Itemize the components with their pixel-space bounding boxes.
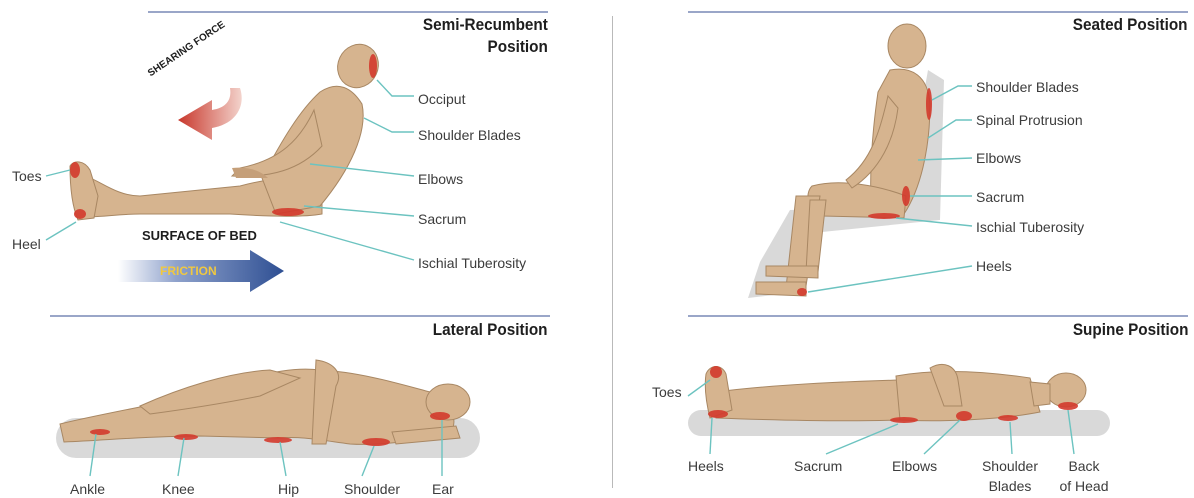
label-heels-supine: Heels <box>688 458 724 474</box>
label-sacrum-supine: Sacrum <box>794 458 842 474</box>
shearing-force-arrow <box>178 88 242 140</box>
label-hip: Hip <box>278 481 299 497</box>
pressure-toes-supine <box>710 366 722 378</box>
pressure-heels-supine <box>708 410 728 418</box>
label-heel-semi: Heel <box>12 236 41 252</box>
label-elbows-seated: Elbows <box>976 150 1021 166</box>
label-toes-semi: Toes <box>12 168 42 184</box>
pressure-heels-seated <box>797 288 807 296</box>
label-friction: FRICTION <box>160 264 217 278</box>
label-back-of-head-line2: of Head <box>1054 478 1114 494</box>
pressure-sacrum-supine <box>890 417 918 423</box>
pressure-elbows-supine <box>956 411 972 421</box>
pressure-sacrum <box>272 208 304 216</box>
label-shoulder-lateral: Shoulder <box>344 481 400 497</box>
lateral-figure <box>56 360 480 458</box>
label-shoulder-blades-seated: Shoulder Blades <box>976 79 1079 95</box>
pressure-toes <box>70 162 80 178</box>
pressure-knee <box>174 434 198 440</box>
label-sacrum-semi: Sacrum <box>418 211 466 227</box>
label-ischial-semi: Ischial Tuberosity <box>418 255 526 271</box>
label-shoulder-blades-supine: Shoulder Blades <box>976 458 1044 494</box>
label-elbows-supine: Elbows <box>892 458 937 474</box>
label-shoulder-blades-supine-line2: Blades <box>976 478 1044 494</box>
label-knee: Knee <box>162 481 195 497</box>
label-back-of-head-line1: Back <box>1054 458 1114 474</box>
pressure-hip <box>264 437 292 443</box>
label-spinal-protrusion: Spinal Protrusion <box>976 112 1083 128</box>
pressure-ankle <box>90 429 110 435</box>
label-shoulder-blades-semi: Shoulder Blades <box>418 127 521 143</box>
pressure-shoulder-blades <box>926 88 932 120</box>
pressure-occiput <box>369 54 377 78</box>
label-heels-seated: Heels <box>976 258 1012 274</box>
pressure-sacrum-seated <box>902 186 910 206</box>
pressure-back-head <box>1058 402 1078 410</box>
label-elbows-semi: Elbows <box>418 171 463 187</box>
label-back-of-head: Back of Head <box>1054 458 1114 494</box>
label-ankle: Ankle <box>70 481 105 497</box>
pressure-shoulder-blades-supine <box>998 415 1018 421</box>
label-toes-supine: Toes <box>652 384 682 400</box>
pressure-shoulder <box>362 438 390 446</box>
label-occiput: Occiput <box>418 91 465 107</box>
label-surface-of-bed: SURFACE OF BED <box>142 228 257 243</box>
label-ear: Ear <box>432 481 454 497</box>
seated-figure <box>748 24 944 298</box>
pressure-heel <box>74 209 86 219</box>
semi-recumbent-figure <box>70 38 385 220</box>
pressure-ear <box>430 412 450 420</box>
label-sacrum-seated: Sacrum <box>976 189 1024 205</box>
pressure-ischial <box>868 213 900 219</box>
label-ischial-seated: Ischial Tuberosity <box>976 219 1084 235</box>
supine-figure <box>688 364 1110 436</box>
label-shoulder-blades-supine-line1: Shoulder <box>976 458 1044 474</box>
